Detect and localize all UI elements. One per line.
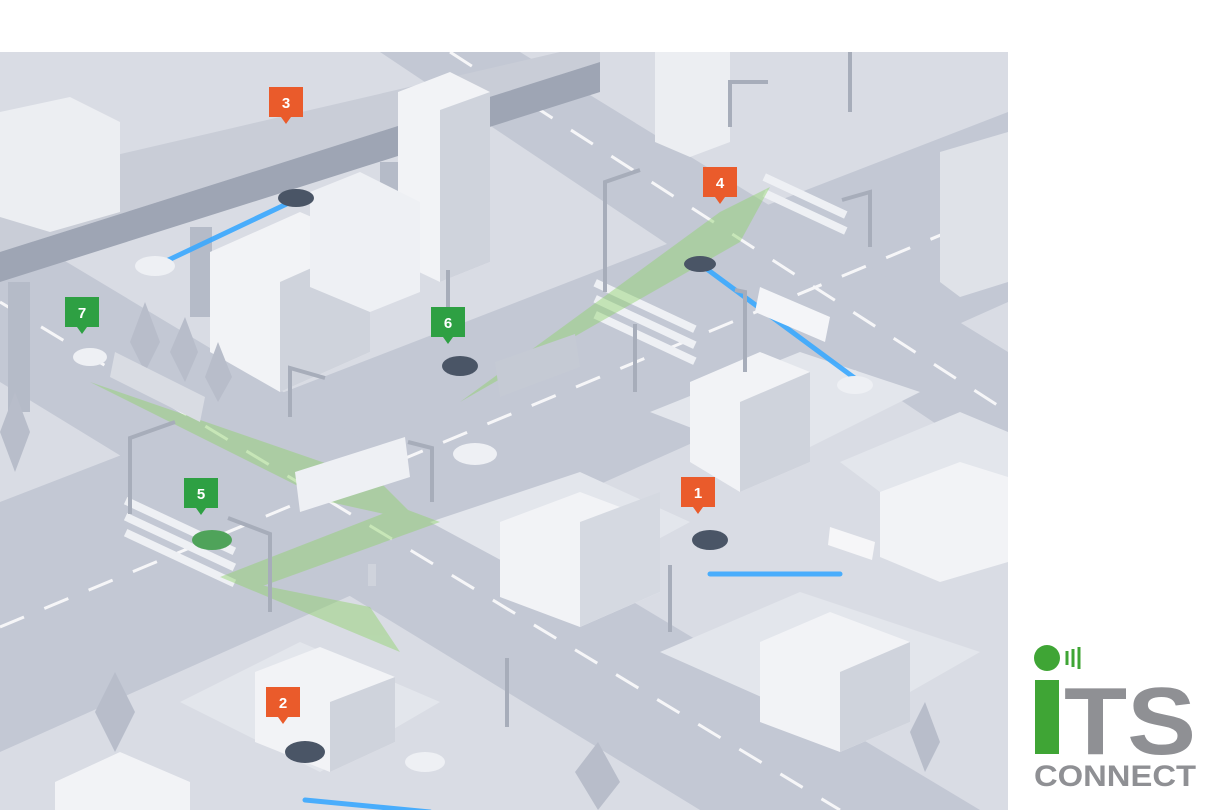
car-7: [73, 348, 107, 366]
marker-2: 2: [266, 687, 300, 724]
marker-4: 4: [703, 167, 737, 204]
marker-5: 5: [184, 478, 218, 515]
truck-right: [755, 287, 830, 342]
crosswalks: [123, 173, 848, 587]
marker-5-label: 5: [197, 486, 205, 503]
marker-3: 3: [269, 87, 303, 124]
buildings: [0, 52, 1008, 810]
marker-2-label: 2: [279, 695, 287, 712]
signal-waves-icon: [1065, 647, 1081, 669]
its-connect-logo: TS CONNECT: [1030, 640, 1200, 793]
logo-i-stem: [1035, 680, 1059, 754]
logo-letters: TS: [1064, 668, 1196, 775]
car-far-right: [837, 376, 873, 394]
marker-2-badge: [266, 687, 300, 724]
truck-intersection: [295, 437, 410, 512]
pedestrian: [368, 564, 376, 586]
marker-3-badge: [269, 87, 303, 124]
marker-6: 6: [431, 307, 465, 344]
marker-3-label: 3: [282, 95, 290, 112]
marker-7: 7: [65, 297, 99, 334]
marker-6-label: 6: [444, 315, 452, 332]
marker-7-badge: [65, 297, 99, 334]
marker-6-badge: [431, 307, 465, 344]
marker-1: 1: [681, 477, 715, 514]
marker-5-badge: [184, 478, 218, 515]
city-intersection-illustration: 1 2 3 4 5 6 7: [0, 52, 1008, 810]
marker-1-badge: [681, 477, 715, 514]
ambulance: [828, 527, 875, 560]
trees: [0, 302, 940, 810]
car-4: [684, 256, 716, 272]
car-highway-3: [278, 189, 314, 207]
logo-dot-icon: [1034, 645, 1060, 671]
car-5: [192, 530, 232, 550]
car-1: [692, 530, 728, 550]
marker-1-label: 1: [694, 485, 702, 502]
marker-7-label: 7: [78, 305, 86, 322]
car-intersection: [453, 443, 497, 465]
truck-left: [110, 352, 205, 422]
traffic-signals: [128, 52, 872, 727]
truck-center: [495, 334, 580, 397]
vehicles: [73, 189, 875, 772]
car-lower-right: [405, 752, 445, 772]
car-2: [285, 741, 325, 763]
logo-word: CONNECT: [1034, 760, 1196, 790]
v2v-links: [157, 197, 863, 810]
marker-4-label: 4: [716, 175, 725, 192]
car-highway-left: [135, 256, 175, 276]
marker-4-badge: [703, 167, 737, 204]
car-6: [442, 356, 478, 376]
